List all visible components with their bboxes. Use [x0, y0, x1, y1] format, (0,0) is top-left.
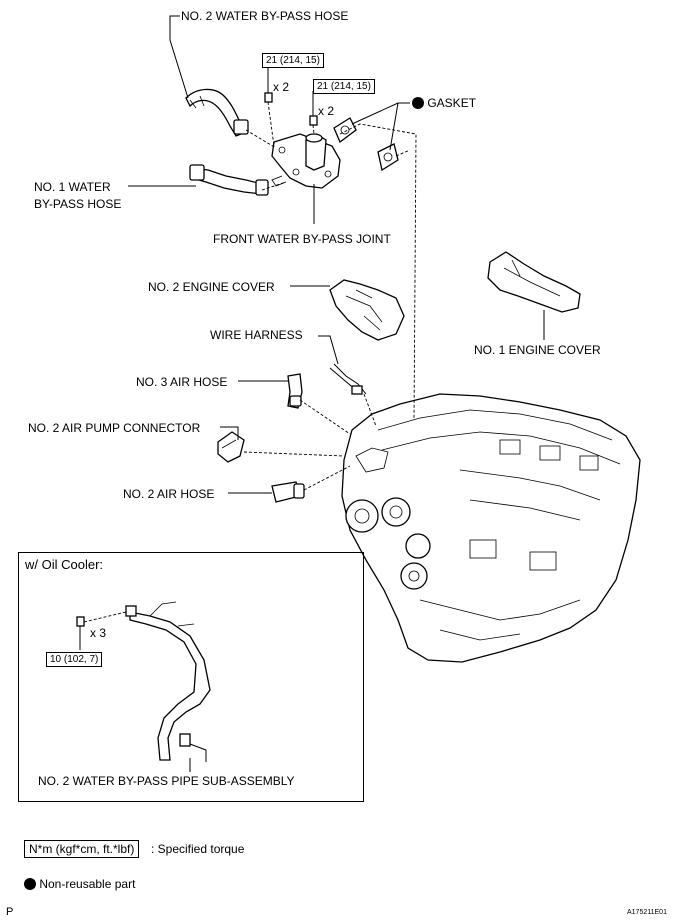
engine-block [341, 393, 641, 663]
bolt-parts [264, 92, 318, 126]
front-water-bypass-joint-part [271, 133, 341, 189]
assembly-dashed-lines [243, 101, 417, 491]
no2-engine-cover-part [329, 279, 405, 341]
oil-cooler-inset: w/ Oil Cooler: [18, 552, 364, 802]
page-letter: P [6, 906, 14, 918]
torque-box-bolt-a: 21 (214, 15) [262, 53, 324, 68]
legend-torque-desc: : Specified torque [151, 842, 245, 856]
nonreusable-dot-icon [412, 97, 424, 109]
label-no2-water-bypass-pipe: NO. 2 WATER BY-PASS PIPE SUB-ASSEMBLY [38, 774, 295, 788]
no1-engine-cover-part [487, 251, 581, 313]
label-no1-engine-cover: NO. 1 ENGINE COVER [474, 343, 601, 357]
leader-lines [128, 15, 545, 494]
label-no1-water-bypass-hose-line2: BY-PASS HOSE [34, 197, 122, 211]
label-front-water-bypass-joint: FRONT WATER BY-PASS JOINT [213, 232, 391, 246]
no2-air-hose-part [271, 481, 305, 503]
label-no1-water-bypass-hose-line1: NO. 1 WATER [34, 180, 111, 194]
nonreusable-legend-dot-icon [24, 878, 36, 890]
label-no2-air-hose: NO. 2 AIR HOSE [123, 487, 215, 501]
label-gasket-text: GASKET [427, 96, 477, 110]
label-no3-air-hose: NO. 3 AIR HOSE [136, 375, 228, 389]
figure-id: A175211E01 [627, 909, 667, 916]
no3-air-hose-part [287, 373, 303, 409]
legend-nonreusable: Non-reusable part [24, 877, 135, 891]
wire-harness-part [329, 363, 367, 395]
qty-bolt-a: x 2 [273, 80, 290, 94]
qty-bolt-b: x 2 [318, 104, 335, 118]
no2-air-pump-connector-part [217, 431, 245, 463]
legend-torque-unit-box: N*m (kgf*cm, ft.*lbf) [24, 840, 140, 858]
label-gasket: GASKET [412, 96, 476, 110]
gasket-parts [333, 117, 399, 172]
torque-box-bolt-b: 21 (214, 15) [313, 79, 375, 94]
label-wire-harness: WIRE HARNESS [210, 328, 303, 342]
no2-water-bypass-hose-part [185, 88, 249, 137]
qty-oil-cooler-bolt: x 3 [90, 626, 107, 640]
label-no2-air-pump-connector: NO. 2 AIR PUMP CONNECTOR [28, 421, 201, 435]
legend-nonreusable-text: Non-reusable part [39, 877, 136, 891]
no2-water-bypass-pipe-part [76, 601, 211, 772]
torque-box-oil-cooler-bolt: 10 (102, 7) [46, 652, 103, 667]
label-no2-engine-cover: NO. 2 ENGINE COVER [148, 280, 275, 294]
inset-title: w/ Oil Cooler: [25, 557, 104, 572]
label-no2-water-bypass-hose: NO. 2 WATER BY-PASS HOSE [181, 9, 349, 23]
no1-water-bypass-hose-part [189, 164, 269, 196]
